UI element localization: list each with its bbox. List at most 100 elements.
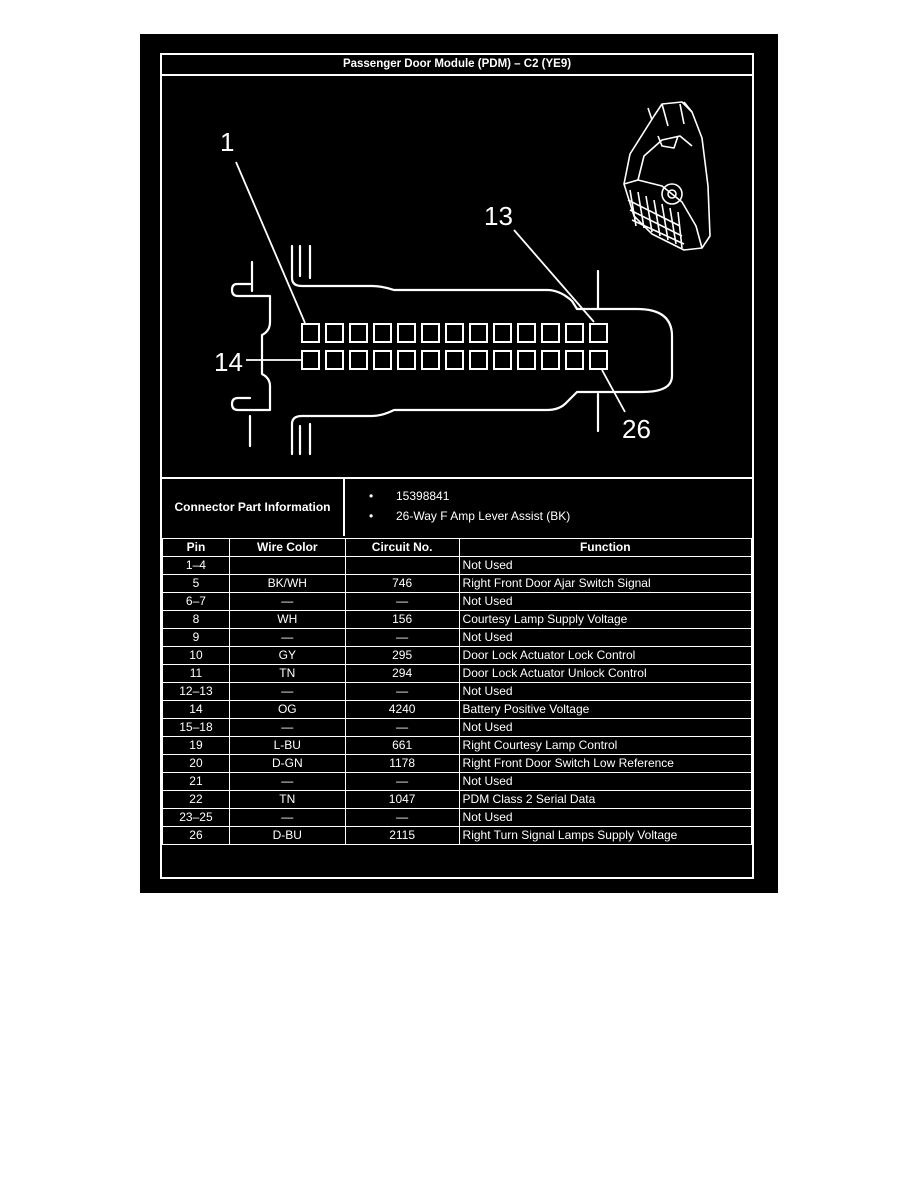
cell-wire-color: — [228, 772, 346, 791]
border-bottom [160, 877, 754, 879]
cell-wire-color: — [228, 808, 346, 827]
pin-cavity [589, 350, 608, 370]
pin-cavity [565, 323, 584, 343]
pin-row-top [301, 323, 608, 343]
cell-wire-color: D-GN [228, 754, 346, 773]
cell-pin: 6–7 [162, 592, 230, 611]
table-header-row: Pin Wire Color Circuit No. Function [162, 538, 753, 557]
cell-function: Not Used [458, 718, 753, 737]
divider-cpi-vertical [343, 477, 345, 536]
pin-cavity [493, 323, 512, 343]
pin-cavity [541, 323, 560, 343]
cell-pin: 1–4 [162, 556, 230, 575]
callout-14: 14 [214, 347, 243, 377]
cell-wire-color: BK/WH [228, 574, 346, 593]
header-pin: Pin [162, 538, 230, 557]
pin-cavity [421, 350, 440, 370]
cell-circuit-no: 2115 [344, 826, 460, 845]
cell-circuit-no: 746 [344, 574, 460, 593]
connector-part-info-list: 15398841 26-Way F Amp Lever Assist (BK) [366, 486, 570, 526]
divider-title [160, 74, 754, 76]
cell-function: Door Lock Actuator Lock Control [458, 646, 753, 665]
pin-cavity [541, 350, 560, 370]
cell-pin: 23–25 [162, 808, 230, 827]
cell-circuit-no: — [344, 682, 460, 701]
cell-function: Battery Positive Voltage [458, 700, 753, 719]
cell-wire-color [228, 556, 346, 575]
border-right [752, 53, 754, 879]
cell-circuit-no: — [344, 592, 460, 611]
border-top [160, 53, 754, 55]
pin-cavity [493, 350, 512, 370]
header-function: Function [458, 538, 753, 557]
pin-cavity [349, 323, 368, 343]
pin-cavity [469, 323, 488, 343]
cell-function: Not Used [458, 808, 753, 827]
cell-wire-color: TN [228, 664, 346, 683]
header-wire-color: Wire Color [228, 538, 346, 557]
table-row: 6–7——Not Used [162, 592, 753, 611]
pin-cavity [349, 350, 368, 370]
table-row: 21——Not Used [162, 772, 753, 791]
cell-pin: 26 [162, 826, 230, 845]
header-circuit-no: Circuit No. [344, 538, 460, 557]
cell-circuit-no: 156 [344, 610, 460, 629]
leader-pin26 [601, 369, 626, 413]
cell-pin: 11 [162, 664, 230, 683]
cell-circuit-no: 661 [344, 736, 460, 755]
cell-circuit-no: 1178 [344, 754, 460, 773]
page-title: Passenger Door Module (PDM) – C2 (YE9) [342, 58, 572, 70]
callout-13: 13 [484, 201, 513, 231]
cell-pin: 21 [162, 772, 230, 791]
cell-function: Right Front Door Switch Low Reference [458, 754, 753, 773]
pin-row-bottom [301, 350, 608, 370]
pin-cavity [301, 350, 320, 370]
cell-circuit-no: 1047 [344, 790, 460, 809]
cell-circuit-no [344, 556, 460, 575]
cell-pin: 15–18 [162, 718, 230, 737]
pin-cavity [373, 350, 392, 370]
cell-pin: 22 [162, 790, 230, 809]
pin-cavity [517, 350, 536, 370]
cell-circuit-no: — [344, 718, 460, 737]
cell-wire-color: — [228, 682, 346, 701]
cell-wire-color: L-BU [228, 736, 346, 755]
cell-pin: 20 [162, 754, 230, 773]
cell-pin: 5 [162, 574, 230, 593]
pin-cavity [565, 350, 584, 370]
table-row: 15–18——Not Used [162, 718, 753, 737]
leader-pin1 [235, 161, 306, 324]
cell-pin: 10 [162, 646, 230, 665]
cell-circuit-no: 4240 [344, 700, 460, 719]
pin-cavity [325, 350, 344, 370]
cell-pin: 12–13 [162, 682, 230, 701]
cell-function: Not Used [458, 592, 753, 611]
connector-diagram: 1 13 14 26 [214, 101, 711, 456]
cell-circuit-no: — [344, 628, 460, 647]
connector-illustration [623, 101, 711, 251]
border-left [160, 53, 162, 879]
pin-cavity [517, 323, 536, 343]
cell-circuit-no: — [344, 772, 460, 791]
pin-cavity [589, 323, 608, 343]
cell-pin: 14 [162, 700, 230, 719]
pin-cavity [469, 350, 488, 370]
cell-wire-color: — [228, 628, 346, 647]
cell-function: Not Used [458, 628, 753, 647]
cell-function: Right Courtesy Lamp Control [458, 736, 753, 755]
cell-wire-color: — [228, 718, 346, 737]
pin-cavity [301, 323, 320, 343]
cell-pin: 8 [162, 610, 230, 629]
pin-cavity [397, 350, 416, 370]
pin-cavity [325, 323, 344, 343]
pin-cavity [397, 323, 416, 343]
